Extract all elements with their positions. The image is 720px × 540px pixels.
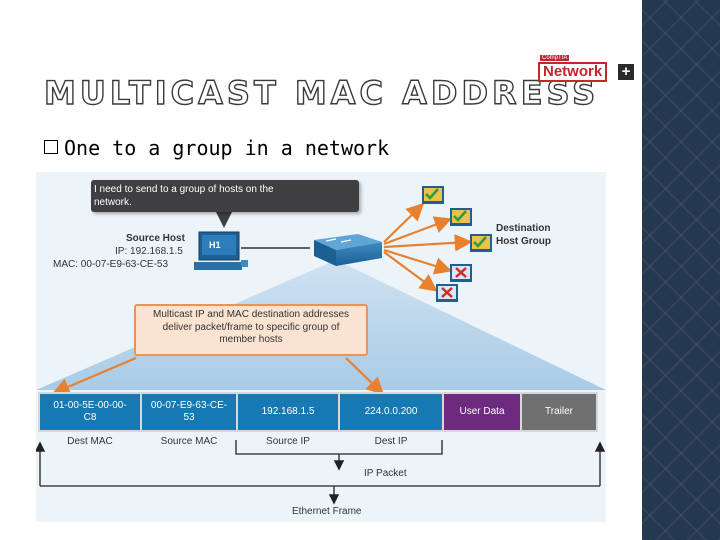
- frame-field-1: 00-07-E9-63-CE- 53: [142, 394, 236, 430]
- source-host-title: Source Host: [126, 233, 185, 244]
- ip-packet-label: IP Packet: [364, 468, 407, 479]
- slide-title: MULTICAST MAC ADDRESS: [43, 73, 600, 112]
- destination-label-line1: Destination: [496, 223, 551, 234]
- speech-bubble: I need to send to a group of hosts on th…: [91, 180, 359, 212]
- switch-icon: [314, 234, 382, 266]
- host-icon-2-accept: [450, 208, 472, 226]
- ip-packet-bracket: [235, 440, 443, 471]
- frame-field-0: 01-00-5E-00-00- C8: [40, 394, 140, 430]
- bullet-box-icon: [44, 140, 58, 154]
- frame-field-label-3: Dest IP: [374, 436, 408, 447]
- bullet-item: One to a group in a network: [44, 136, 389, 160]
- host-icon-5-reject: [436, 284, 458, 302]
- source-host-ip: IP: 192.168.1.5: [115, 246, 183, 257]
- host-icon-1-accept: [422, 186, 444, 204]
- ethernet-frame-bracket: [36, 441, 606, 505]
- host-icon-4-reject: [450, 264, 472, 282]
- logo-word: Network: [538, 62, 608, 82]
- logo-cert-text: CompTIA: [540, 55, 570, 61]
- multicast-arrows: [51, 202, 473, 396]
- frame-field-3: 224.0.0.200: [340, 394, 442, 430]
- frame-field-label-0: Dest MAC: [67, 436, 113, 447]
- frame-field-label-1: Source MAC: [160, 436, 218, 447]
- bubble-pointer: [216, 212, 232, 228]
- frame-field-2: 192.168.1.5: [238, 394, 338, 430]
- ethernet-frame-label: Ethernet Frame: [292, 506, 362, 517]
- bullet-text: One to a group in a network: [64, 136, 390, 160]
- logo-plus: +: [618, 64, 634, 80]
- source-host-mac: MAC: 00-07-E9-63-CE-53: [53, 259, 169, 270]
- comptia-network-plus-logo: CompTIA Network +: [538, 55, 634, 83]
- pc-icon: [194, 231, 248, 270]
- multicast-callout: Multicast IP and MAC destination address…: [134, 304, 368, 356]
- destination-label-line2: Host Group: [496, 236, 551, 247]
- pc-label: H1: [209, 240, 221, 250]
- frame-field-4: User Data: [444, 394, 520, 430]
- frame-field-label-2: Source IP: [266, 436, 310, 447]
- multicast-diagram: I need to send to a group of hosts on th…: [36, 172, 606, 522]
- frame-field-5: Trailer: [522, 394, 596, 430]
- decorative-side-band: [642, 0, 720, 540]
- host-icon-3-accept: [470, 234, 492, 252]
